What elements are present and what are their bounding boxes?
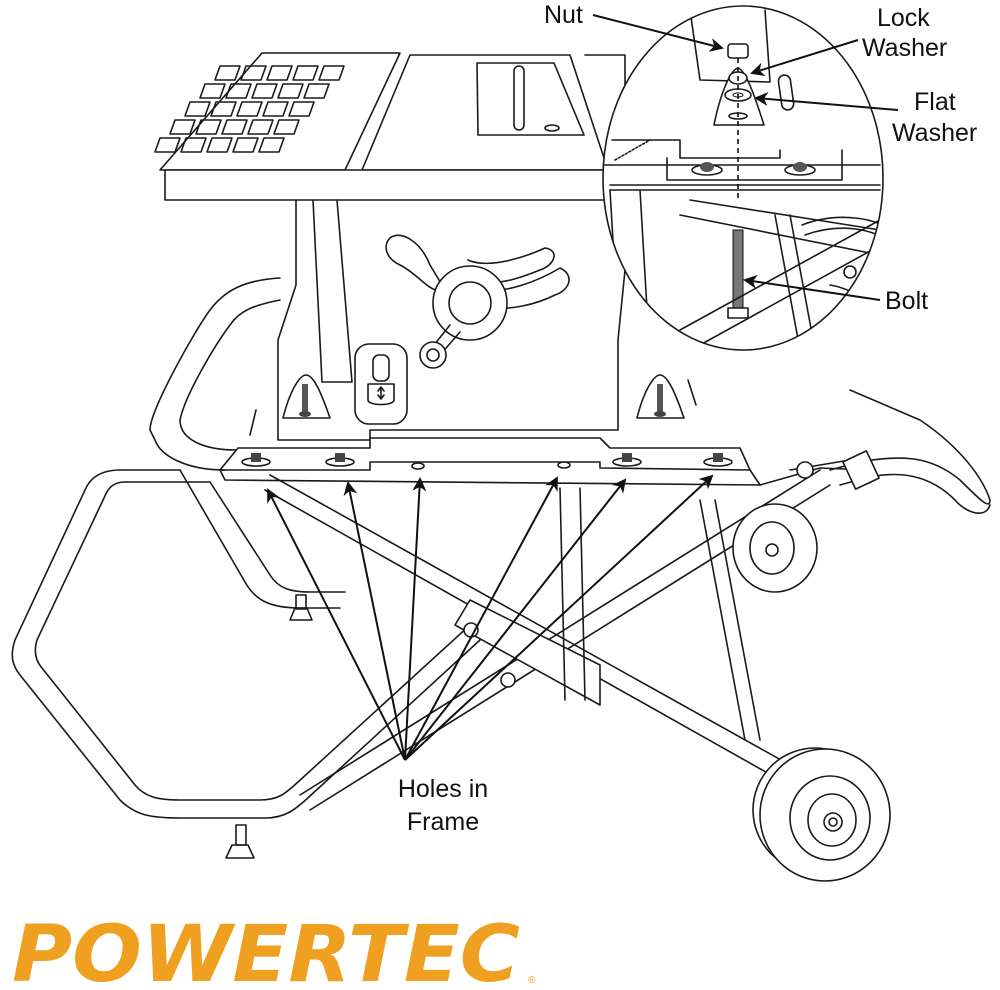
grid-slot [292, 65, 319, 81]
grid-slot [262, 101, 289, 117]
hole-arrow [404, 476, 558, 761]
holes-in-frame-arrows [267, 474, 714, 761]
nut [713, 453, 723, 462]
rear-wheel [732, 503, 818, 593]
callout-holes-line1: Holes in [398, 775, 488, 803]
grid-slot [184, 101, 211, 117]
nut [251, 453, 261, 462]
grid-slot [288, 101, 315, 117]
callout-flat-line1: Flat [914, 88, 956, 116]
grid-slot [273, 119, 300, 135]
grid-slot [258, 137, 285, 153]
grid-slot [251, 83, 278, 99]
saw-table-top [159, 52, 626, 201]
grid-slot [266, 65, 293, 81]
callout-holes-line2: Frame [407, 808, 479, 836]
grid-slot [154, 137, 181, 153]
grid-slot [303, 83, 330, 99]
grid-slot [225, 83, 252, 99]
grid-slot [195, 119, 222, 135]
frame-hole [411, 462, 425, 470]
nut [335, 453, 345, 462]
scissor-legs [225, 389, 991, 859]
front-handle [11, 469, 481, 819]
logo-text: POWERTEC [12, 915, 520, 987]
hole-arrow [343, 481, 406, 761]
callout-lock-line2: Washer [862, 34, 947, 62]
grid-slot [199, 83, 226, 99]
extension-grid [154, 65, 345, 153]
powertec-logo: POWERTEC ® [12, 915, 536, 987]
grid-slot [277, 83, 304, 99]
grid-slot [206, 137, 233, 153]
grid-slot [318, 65, 345, 81]
grid-slot [247, 119, 274, 135]
registered-mark: ® [528, 975, 536, 986]
callout-lock-line1: Lock [877, 4, 930, 32]
logo-wordmark: POWERTEC [12, 915, 520, 987]
callout-flat-line2: Washer [892, 119, 977, 147]
hole-arrow [404, 478, 627, 761]
rear-handle [149, 277, 281, 471]
detail-inset [602, 5, 884, 351]
grid-slot [210, 101, 237, 117]
frame-hole [557, 461, 571, 469]
grid-slot [214, 65, 241, 81]
grid-slot [169, 119, 196, 135]
grid-slot [221, 119, 248, 135]
hole-arrow [404, 477, 427, 761]
frame-nuts [241, 453, 733, 470]
front-wheel [752, 747, 891, 882]
grid-slot [232, 137, 259, 153]
hole-arrow [404, 474, 714, 761]
saw-body [277, 199, 685, 441]
grid-slot [180, 137, 207, 153]
callout-bolt: Bolt [885, 287, 928, 315]
callout-nut: Nut [544, 1, 583, 29]
grid-slot [236, 101, 263, 117]
nut [622, 453, 632, 462]
grid-slot [240, 65, 267, 81]
hole-arrow [267, 488, 406, 761]
inset-callout-arrows [592, 14, 899, 301]
